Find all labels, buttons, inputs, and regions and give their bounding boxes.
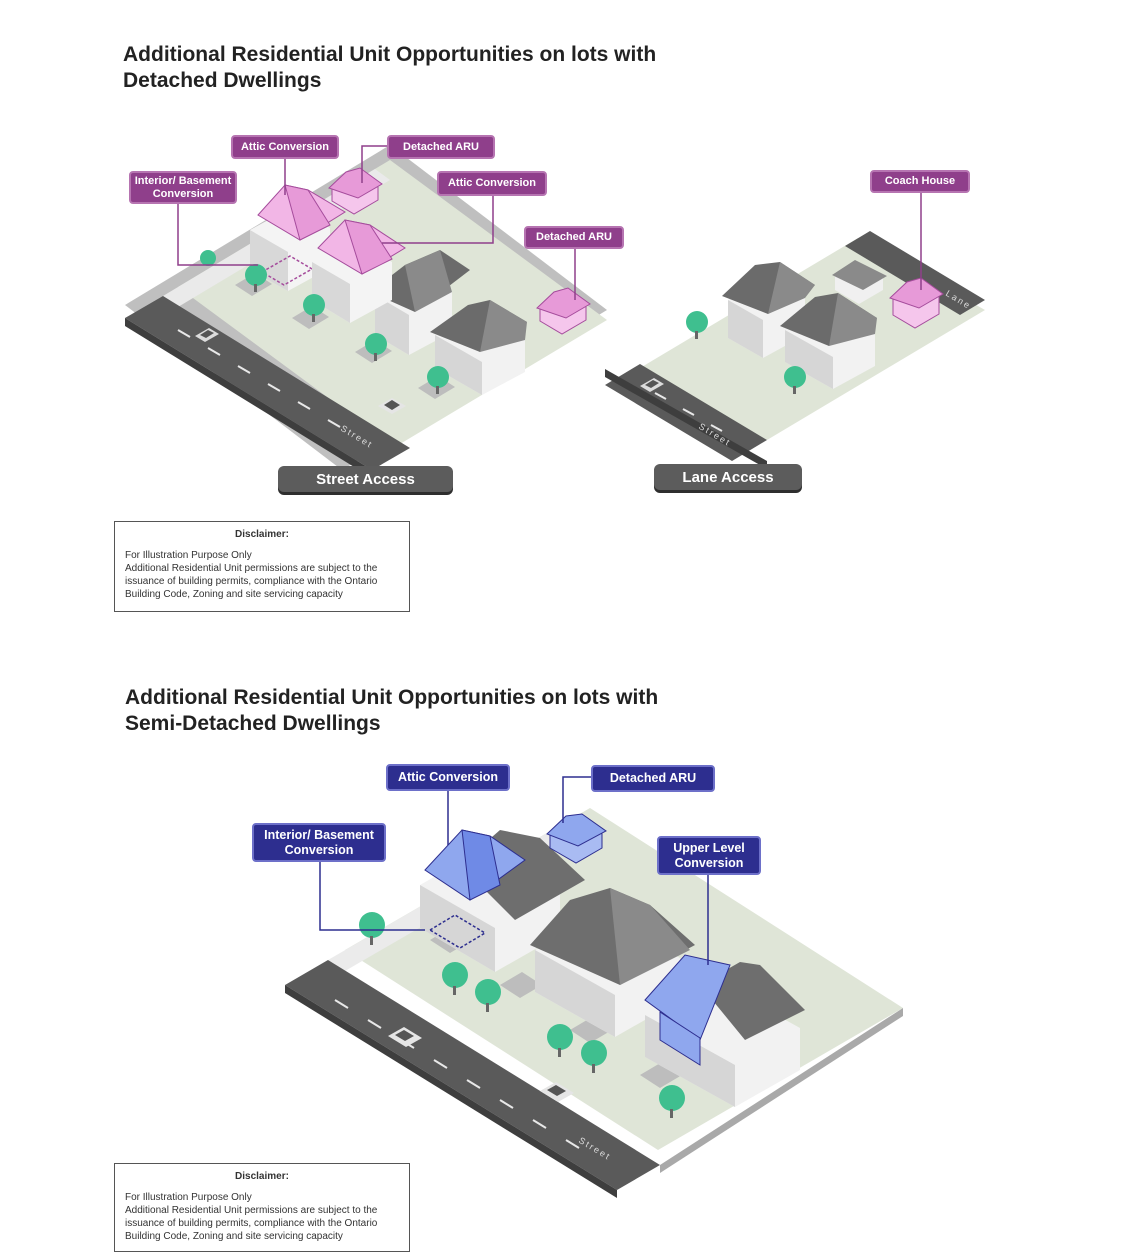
semi-disclaimer-line3: issuance of building permits, compliance… (125, 1218, 378, 1229)
detached-disclaimer: Disclaimer: For Illustration Purpose Onl… (114, 521, 410, 612)
semi-disclaimer-line4: Building Code, Zoning and site servicing… (125, 1231, 343, 1242)
semi-car-1 (388, 1027, 422, 1047)
semi-building-1 (420, 829, 585, 972)
street-access-callout-lines (177, 145, 576, 300)
semi-disclaimer: Disclaimer: For Illustration Purpose Onl… (114, 1163, 410, 1252)
semi-attic-highlight (424, 829, 526, 901)
semi-tag-attic-conversion: Attic Conversion (386, 764, 510, 791)
semi-tag-upper-level: Upper Level Conversion (657, 836, 761, 875)
lane-access-lawn (640, 238, 985, 440)
lane-access-street-label: Street (697, 421, 733, 448)
lane-access-garage (832, 260, 887, 304)
street-access-road-edge (125, 318, 372, 470)
semi-disclaimer-title: Disclaimer: (235, 1171, 289, 1182)
street-access-label: Street Access (278, 466, 453, 492)
semi-upper-level-highlight (644, 954, 731, 1041)
detached-disclaimer-line2: Additional Residential Unit permissions … (125, 563, 378, 574)
semi-tag-interior-basement: Interior/ Basement Conversion (252, 823, 386, 862)
lane-access-house-1 (722, 262, 815, 358)
semi-basement-highlight (428, 914, 487, 949)
tag-interior-basement-1: Interior/ Basement Conversion (129, 171, 237, 204)
semi-detached-section-title: Additional Residential Unit Opportunitie… (125, 685, 658, 737)
detached-disclaimer-line3: issuance of building permits, compliance… (125, 576, 378, 587)
semi-disclaimer-line2: Additional Residential Unit permissions … (125, 1205, 378, 1216)
lane-access-car-1 (640, 378, 664, 392)
street-access-car-1 (195, 328, 219, 342)
tag-detached-aru-2: Detached ARU (524, 226, 624, 249)
street-access-trees (200, 250, 449, 394)
lane-access-lane (845, 231, 985, 315)
lane-access-house-2 (780, 293, 877, 389)
semi-road (285, 960, 660, 1190)
detached-aru-2-building (536, 287, 591, 335)
detached-title-line1: Additional Residential Unit Opportunitie… (123, 43, 657, 66)
tag-coach-house: Coach House (870, 170, 970, 193)
lane-access-lane-label: Lane (944, 288, 973, 311)
detached-title-line2: Detached Dwellings (123, 69, 322, 92)
street-access-house-4 (430, 300, 527, 395)
semi-callout-lines (319, 776, 709, 965)
street-access-house-1 (250, 184, 346, 291)
lane-access-road-edge (605, 369, 767, 469)
street-access-lane-dashes (177, 329, 341, 428)
detached-disclaimer-line1: For Illustration Purpose Only (125, 550, 252, 561)
lane-access-label: Lane Access (654, 464, 802, 490)
semi-disclaimer-line1: For Illustration Purpose Only (125, 1192, 252, 1203)
semi-car-2 (540, 1082, 574, 1102)
tag-attic-conversion-2: Attic Conversion (437, 171, 547, 196)
semi-building-2 (530, 888, 695, 1037)
semi-tag-detached-aru: Detached ARU (591, 765, 715, 792)
street-access-illustration: Street (125, 145, 607, 470)
semi-title-line1: Additional Residential Unit Opportunitie… (125, 686, 659, 709)
semi-lot-edge (660, 1008, 903, 1173)
semi-building-3 (644, 954, 805, 1107)
detached-disclaimer-title: Disclaimer: (235, 529, 289, 540)
semi-lane-dashes (334, 999, 580, 1149)
tag-attic-conversion-1: Attic Conversion (231, 135, 339, 159)
detached-aru-1-building (328, 167, 383, 215)
lane-access-lane-dashes (654, 392, 723, 432)
detached-disclaimer-line4: Building Code, Zoning and site servicing… (125, 589, 343, 600)
detached-section-title: Additional Residential Unit Opportunitie… (123, 42, 656, 94)
semi-street-label: Street (577, 1135, 613, 1162)
lane-access-trees (686, 311, 806, 394)
semi-lot-lawn (345, 808, 903, 1150)
tag-detached-aru-1: Detached ARU (387, 135, 495, 159)
semi-title-line2: Semi-Detached Dwellings (125, 712, 381, 735)
coach-house-building (889, 277, 944, 329)
lane-access-road (605, 364, 767, 461)
semi-driveways (430, 927, 682, 1088)
street-access-house-2 (312, 219, 406, 323)
semi-trees (359, 912, 685, 1118)
street-access-car-2 (378, 398, 406, 414)
semi-detached-aru-building (546, 813, 607, 864)
